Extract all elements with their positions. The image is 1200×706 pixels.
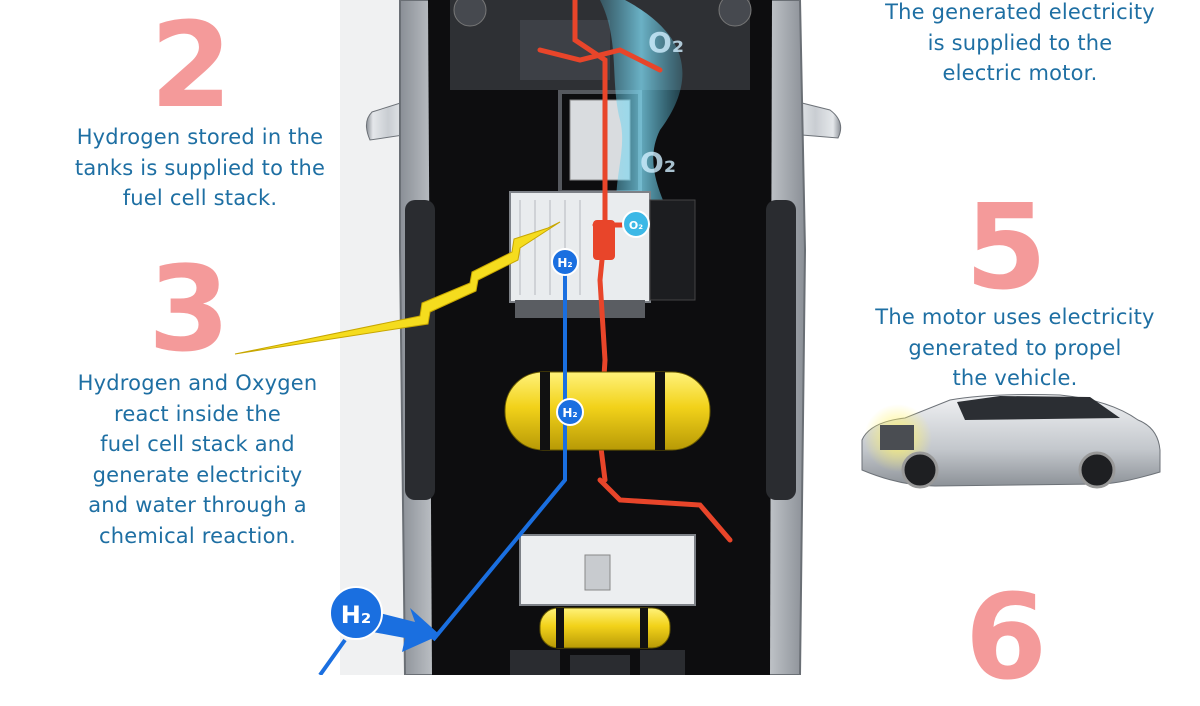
side-car-windows	[957, 396, 1120, 420]
step-5-description: The motor uses electricity generated to …	[860, 302, 1170, 394]
side-car-rear-wheel	[1078, 451, 1116, 489]
step-5-line-3: the vehicle.	[952, 366, 1078, 390]
svg-text:O₂: O₂	[629, 219, 643, 232]
rear-component-mid	[570, 655, 630, 675]
front-right-hub	[718, 0, 752, 27]
tank-strap-1	[540, 372, 550, 450]
tank-strap-2	[655, 372, 665, 450]
small-tank-strap-2	[640, 608, 648, 648]
small-tank-strap-1	[556, 608, 564, 648]
step-3-number: 3	[148, 240, 231, 378]
left-side-skirt	[405, 200, 435, 500]
h2-badge-tank: H₂	[556, 398, 584, 426]
step-3-description: Hydrogen and Oxygen react inside the fue…	[55, 368, 340, 551]
step-3-line-2: react inside the	[114, 401, 281, 426]
step-4-line-3: electric motor.	[942, 61, 1098, 85]
svg-text:H₂: H₂	[341, 601, 372, 629]
lightning-bolt-icon	[234, 221, 561, 355]
step-2-line-2: tanks is supplied to the	[74, 155, 326, 180]
step-4-description: The generated electricity is supplied to…	[870, 0, 1170, 89]
stack-mount	[515, 300, 645, 318]
svg-text:H₂: H₂	[562, 406, 577, 420]
hydrogen-inlet-line	[318, 638, 347, 675]
step-3-line-5: and water through a	[88, 493, 307, 517]
step-2-number: 2	[150, 0, 233, 134]
o2-label-upper: O₂	[648, 26, 684, 59]
side-car-front-wheel	[901, 451, 939, 489]
step-2-line-3: fuel cell stack.	[122, 186, 278, 210]
h2-badge-stack: H₂	[551, 248, 579, 276]
step-5-line-2: generated to propel	[908, 335, 1122, 360]
step-3-line-4: generate electricity	[92, 462, 303, 487]
step-5-line-1: The motor uses electricity	[875, 305, 1155, 329]
step-2-line-1: Hydrogen stored in the	[76, 125, 324, 149]
coolant-pump	[593, 220, 615, 260]
oxygen-flow	[600, 0, 683, 250]
vehicle-cutaway-diagram: O₂ O₂ H₂ H₂	[234, 0, 1161, 675]
h2-badge-inlet: H₂	[329, 586, 383, 640]
svg-text:H₂: H₂	[557, 256, 572, 270]
step-3-line-1: Hydrogen and Oxygen	[77, 371, 318, 395]
right-side-skirt	[766, 200, 796, 500]
step-4-line-1: The generated electricity	[885, 0, 1155, 24]
motor-housing	[520, 20, 610, 80]
front-left-hub	[453, 0, 487, 27]
side-car-motor	[880, 425, 914, 450]
side-view-car	[861, 394, 1161, 489]
rear-component-right	[640, 650, 685, 675]
air-compressor	[649, 199, 696, 301]
hydrogen-tank-small	[539, 607, 671, 649]
step-3-line-6: chemical reaction.	[99, 523, 296, 548]
o2-label-lower: O₂	[640, 146, 676, 179]
hydrogen-tank-large	[504, 371, 711, 451]
o2-badge-stack: O₂	[622, 210, 650, 238]
step-2-description: Hydrogen stored in the tanks is supplied…	[60, 122, 340, 214]
step-5-number: 5	[965, 178, 1048, 316]
step-3-line-3: fuel cell stack and	[100, 432, 295, 456]
battery-connector	[584, 554, 611, 591]
step-4-line-2: is supplied to the	[927, 30, 1113, 55]
rear-component-left	[510, 650, 560, 675]
hydrogen-supply-line	[431, 255, 567, 642]
